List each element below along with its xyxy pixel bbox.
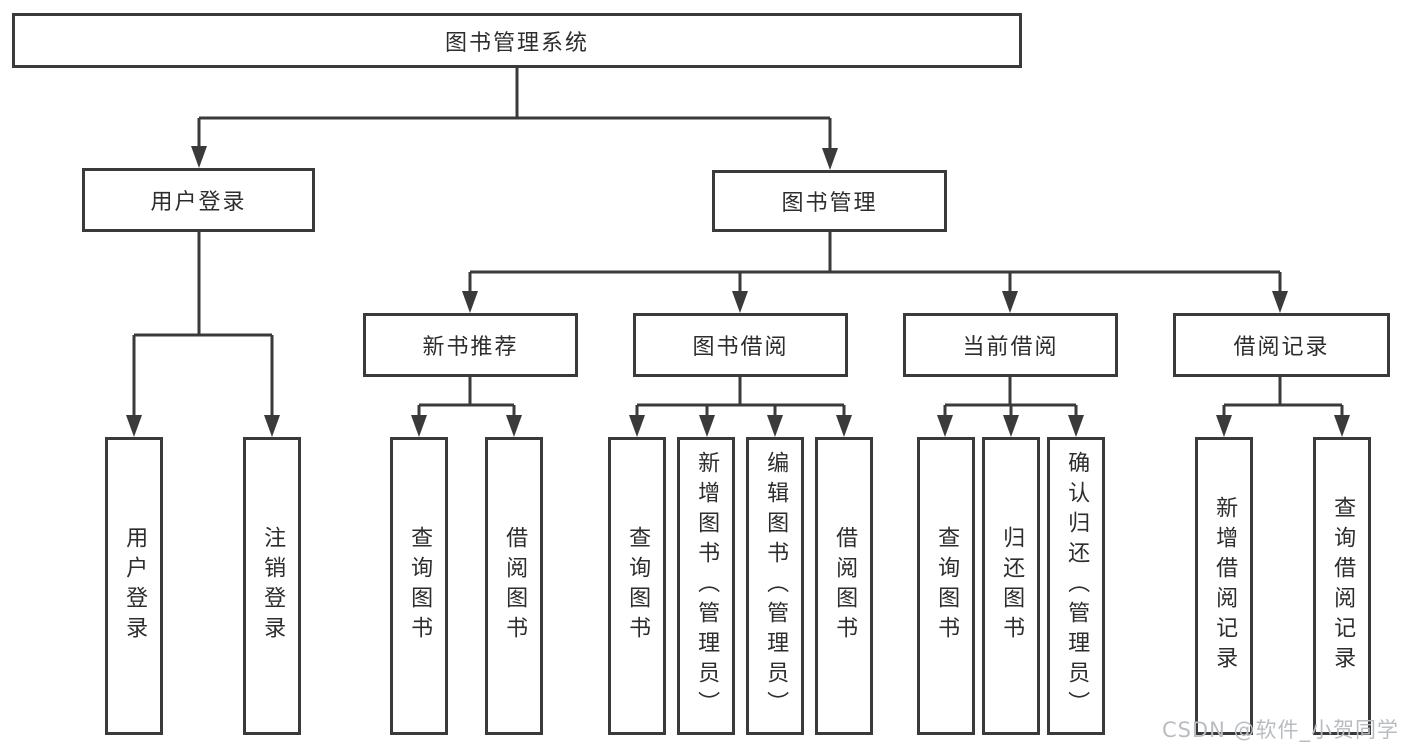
node-leaf-query-books-current: 查询图书	[917, 437, 975, 735]
node-leaf-query-books-borrow: 查询图书	[608, 437, 666, 735]
node-new-book-recommend: 新书推荐	[363, 313, 578, 377]
node-leaf-query-borrow-record-label: 查询借阅记录	[1330, 496, 1356, 676]
node-leaf-query-borrow-record: 查询借阅记录	[1313, 437, 1371, 735]
node-system-root-label: 图书管理系统	[444, 30, 589, 56]
node-user-login-label: 用户登录	[150, 190, 247, 215]
node-leaf-add-book-admin: 新增图书（管理员）	[677, 437, 735, 735]
node-borrowing-records-label: 借阅记录	[1233, 335, 1330, 360]
node-leaf-logout: 注销登录	[243, 437, 301, 735]
node-book-management: 图书管理	[712, 170, 947, 232]
node-leaf-query-books-borrow-label: 查询图书	[625, 526, 651, 646]
node-leaf-query-books-recommend: 查询图书	[390, 437, 448, 735]
node-leaf-borrow-books-recommend: 借阅图书	[485, 437, 543, 735]
csdn-watermark: CSDN @软件_小贺同学	[1161, 718, 1399, 742]
node-book-management-label: 图书管理	[781, 191, 878, 216]
node-leaf-borrow-books-recommend-label: 借阅图书	[502, 526, 528, 646]
node-user-login: 用户登录	[82, 168, 315, 232]
node-leaf-add-book-admin-label: 新增图书（管理员）	[694, 451, 720, 721]
connector-paths	[132, 68, 1344, 419]
node-book-borrowing: 图书借阅	[633, 313, 848, 377]
node-leaf-logout-label: 注销登录	[260, 526, 286, 646]
node-leaf-confirm-return-admin: 确认归还（管理员）	[1047, 437, 1105, 735]
node-system-root: 图书管理系统	[12, 13, 1022, 68]
node-leaf-confirm-return-admin-label: 确认归还（管理员）	[1064, 451, 1090, 721]
node-leaf-add-borrow-record-label: 新增借阅记录	[1212, 496, 1238, 676]
node-leaf-edit-book-admin-label: 编辑图书（管理员）	[763, 451, 789, 721]
node-book-borrowing-label: 图书借阅	[692, 335, 789, 360]
node-leaf-add-borrow-record: 新增借阅记录	[1195, 437, 1253, 735]
node-new-book-recommend-label: 新书推荐	[422, 335, 519, 360]
node-leaf-return-book: 归还图书	[982, 437, 1040, 735]
node-current-borrowing: 当前借阅	[903, 313, 1118, 377]
node-leaf-query-books-current-label: 查询图书	[934, 526, 960, 646]
arrowheads	[126, 146, 1350, 437]
node-leaf-edit-book-admin: 编辑图书（管理员）	[746, 437, 804, 735]
node-leaf-query-books-recommend-label: 查询图书	[407, 526, 433, 646]
node-leaf-borrow-books: 借阅图书	[815, 437, 873, 735]
node-leaf-user-login: 用户登录	[105, 437, 163, 735]
node-borrowing-records: 借阅记录	[1173, 313, 1390, 377]
node-leaf-borrow-books-label: 借阅图书	[832, 526, 858, 646]
node-current-borrowing-label: 当前借阅	[962, 335, 1059, 360]
node-leaf-user-login-label: 用户登录	[122, 526, 148, 646]
node-leaf-return-book-label: 归还图书	[999, 526, 1025, 646]
